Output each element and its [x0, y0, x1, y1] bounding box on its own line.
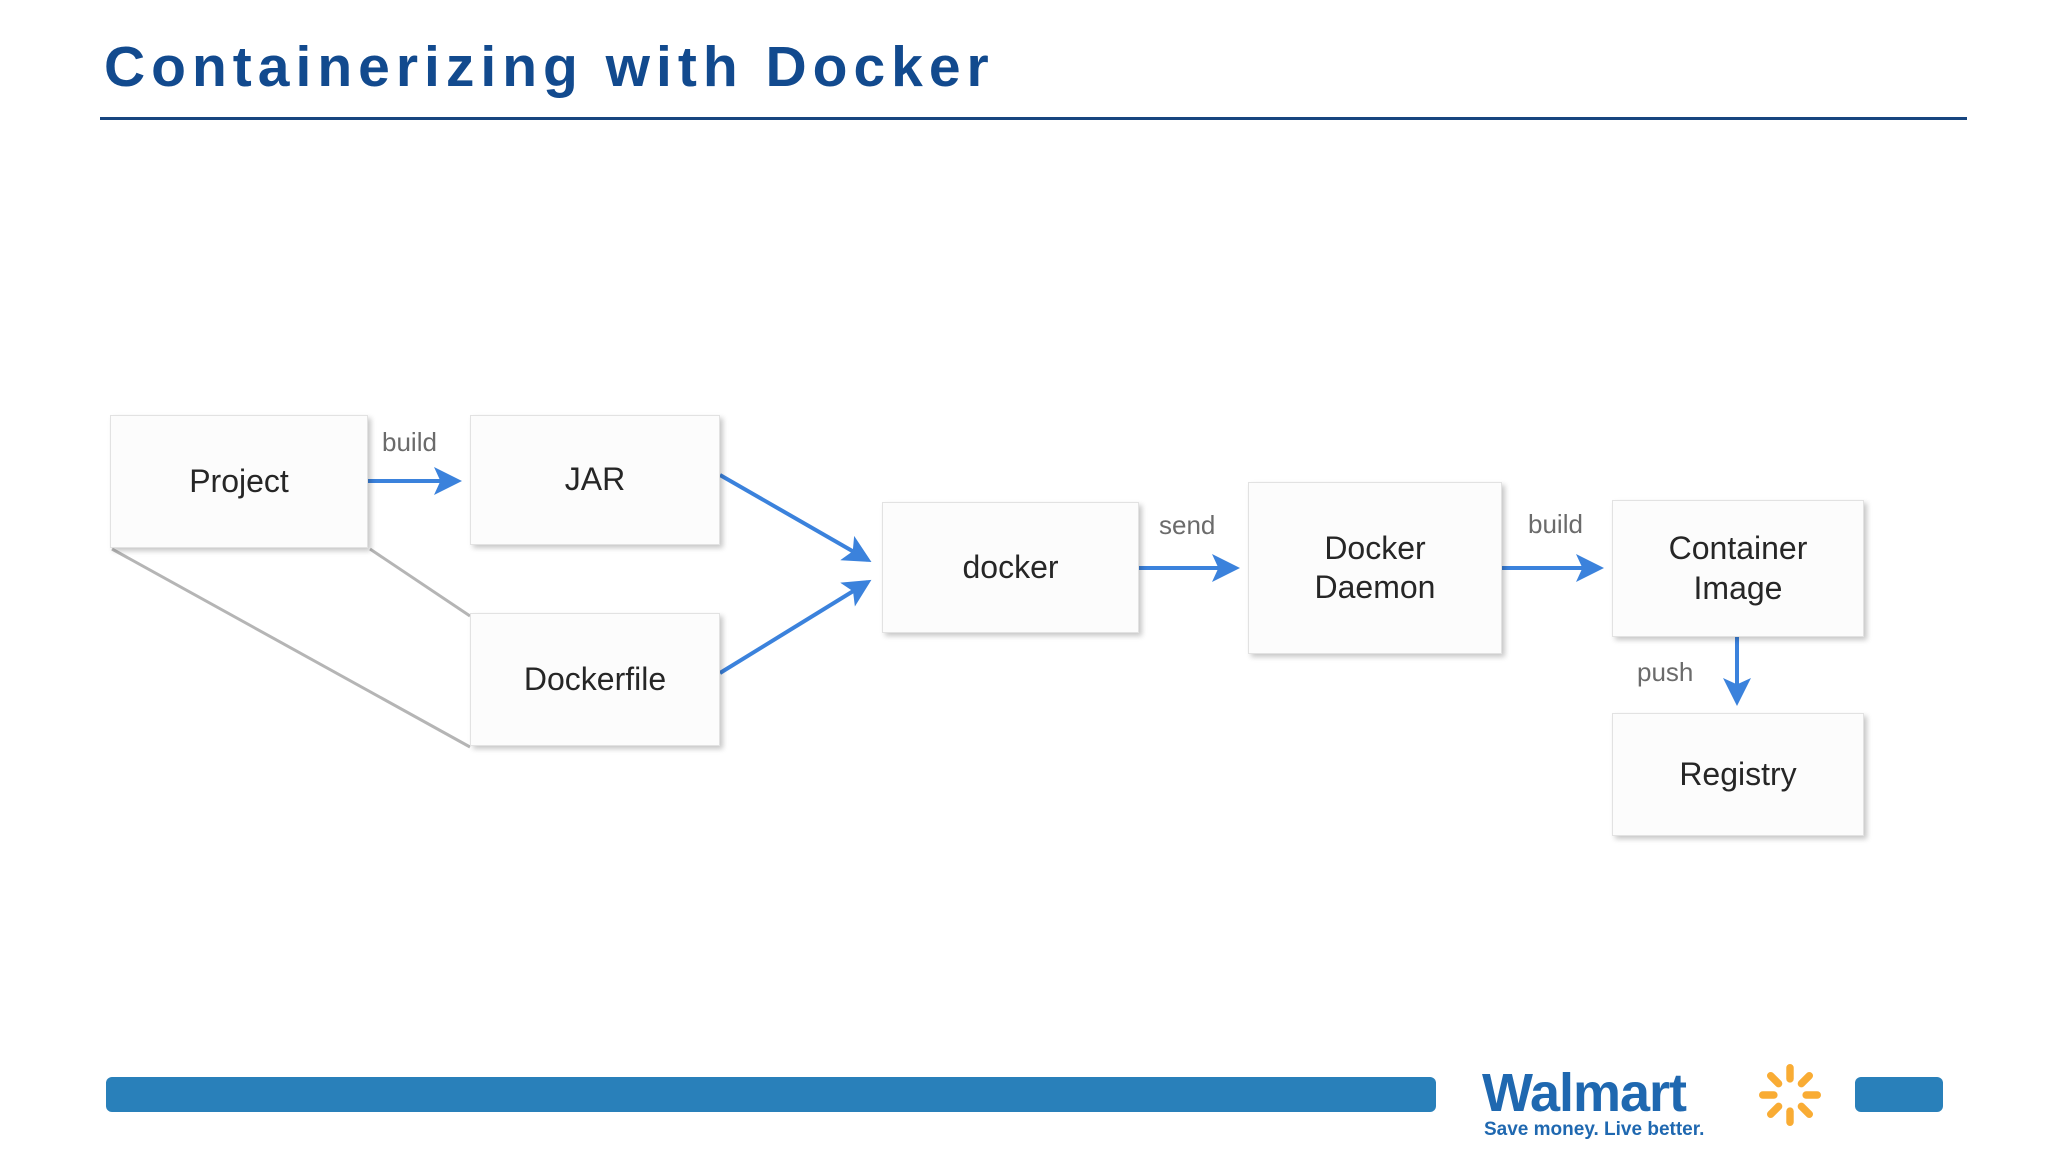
group-line-top	[369, 547, 471, 618]
page-title: Containerizing with Docker	[104, 35, 995, 99]
walmart-wordmark: Walmart	[1482, 1063, 1687, 1123]
diagram-node-docker[interactable]: docker	[882, 502, 1139, 633]
walmart-tagline: Save money. Live better.	[1484, 1119, 1705, 1140]
footer-accent-chip	[1855, 1077, 1943, 1112]
walmart-logo: Walmart Save money. Live better.	[1482, 1062, 1842, 1140]
diagram-node-jar[interactable]: JAR	[470, 415, 720, 545]
node-label: Container Image	[1669, 529, 1808, 607]
edge-project-dockerfile-group	[111, 547, 471, 749]
diagram-node-registry[interactable]: Registry	[1612, 713, 1864, 836]
footer-accent-bar	[106, 1077, 1436, 1112]
edge-jar-docker	[719, 473, 872, 562]
node-label: Project	[189, 462, 289, 499]
diagram-node-dockerfile[interactable]: Dockerfile	[470, 613, 720, 746]
node-label: docker	[962, 548, 1059, 585]
diagram-node-container-image[interactable]: Container Image	[1612, 500, 1864, 637]
edge-label-build-project-jar: build	[382, 427, 437, 457]
edge-label-build-daemon-image: build	[1528, 509, 1583, 539]
node-label-line1: Container	[1668, 530, 1808, 567]
node-label-line2: Daemon	[1314, 569, 1436, 605]
title-underline-rule	[100, 117, 1967, 120]
node-label: Registry	[1679, 755, 1797, 792]
node-label-line1: Docker	[1324, 529, 1426, 566]
node-label: JAR	[564, 461, 626, 498]
edge-dockerfile-docker	[718, 579, 872, 675]
node-label: Dockerfile	[523, 660, 667, 697]
diagram-node-docker-daemon[interactable]: Docker Daemon	[1248, 482, 1502, 654]
diagram-node-project[interactable]: Project	[110, 415, 368, 548]
walmart-spark-icon	[1759, 1064, 1821, 1126]
group-line-bottom	[111, 547, 471, 749]
node-label-line2: Image	[1693, 569, 1783, 606]
edge-label-push: push	[1637, 657, 1694, 687]
edge-label-send: send	[1159, 510, 1216, 540]
node-label: Docker Daemon	[1315, 529, 1436, 607]
